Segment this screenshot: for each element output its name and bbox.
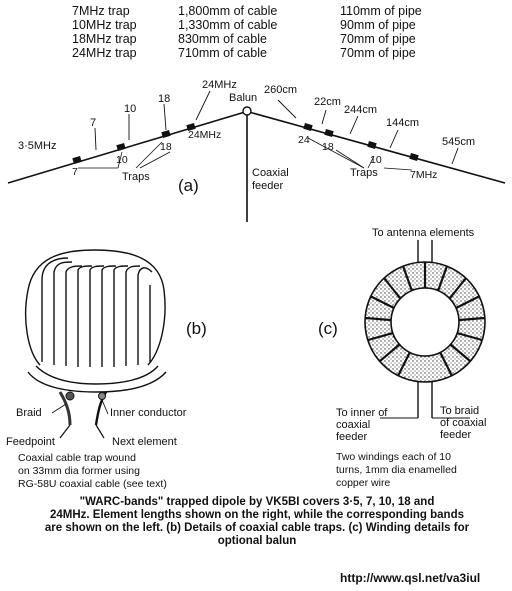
caption-line: are shown on the left. (b) Details of co… [44, 522, 470, 534]
winding-note-line2: turns, 1mm dia enamelled [336, 464, 457, 476]
trap-bottom-sweep [27, 371, 167, 393]
trap-label: 18 [322, 141, 334, 153]
pipe-length: 70mm of pipe [340, 46, 416, 60]
table-row: 10MHz trap 1,330mm of cable 90mm of pipe [60, 18, 500, 32]
trap-label: 18 [160, 141, 172, 153]
balun-diagram [364, 240, 486, 419]
trap-label: 7 [72, 166, 78, 178]
cable-length: 1,330mm of cable [178, 18, 278, 32]
length-label: 144cm [386, 117, 419, 129]
caption-line: "WARC-bands" trapped dipole by VK5BI cov… [79, 496, 435, 508]
trap-24-left [186, 123, 196, 131]
toroid-windings [364, 262, 486, 377]
length-label: 22cm [314, 96, 341, 108]
to-braid-label-1: To braid [440, 405, 479, 417]
inner-junction [98, 392, 106, 400]
diagram-canvas: 3·5MHz 7 10 18 24MHz 7 10 18 24MHz Traps… [6, 79, 506, 490]
caption-line: 24MHz. Element lengths shown on the righ… [49, 509, 465, 521]
balun-symbol [242, 106, 252, 116]
dipole-diagram: 3·5MHz 7 10 18 24MHz 7 10 18 24MHz Traps… [7, 79, 506, 222]
to-inner-label-1: To inner of [336, 407, 388, 419]
winding-note-line3: copper wire [336, 477, 390, 489]
table-row: 18MHz trap 830mm of cable 70mm of pipe [60, 32, 500, 46]
trap-name: 7MHz trap [72, 4, 130, 18]
trap-name: 24MHz trap [72, 46, 137, 60]
figure-label-c: (c) [318, 319, 338, 338]
trap-10-left [116, 143, 126, 151]
cable-length: 830mm of cable [178, 32, 267, 46]
braid-junction [65, 391, 75, 401]
band-label: 24MHz [202, 79, 237, 91]
pipe-length: 110mm of pipe [340, 4, 422, 18]
trap-10-right [367, 141, 377, 149]
source-url: http://www.qsl.net/va3iul [340, 571, 481, 585]
right-element-wire [248, 111, 506, 184]
coax-label-line1: Coaxial [252, 167, 289, 179]
figure-label-b: (b) [186, 319, 207, 338]
feedpoint-label: Feedpoint [6, 436, 55, 448]
pipe-length: 70mm of pipe [340, 32, 416, 46]
figure-label-a: (a) [178, 176, 199, 195]
to-antenna-label: To antenna elements [372, 227, 475, 239]
length-label: 260cm [264, 84, 297, 96]
coax-label-line2: feeder [252, 180, 284, 192]
caption-line: optional balun [217, 535, 297, 547]
braid-label: Braid [16, 407, 42, 419]
trap-note-line2: on 33mm dia former using [18, 465, 140, 477]
next-element-label: Next element [112, 436, 177, 448]
left-element-wire [7, 111, 246, 184]
coax-trap-diagram [25, 249, 167, 439]
inner-conductor-label: Inner conductor [110, 407, 187, 419]
trap-7-right [409, 153, 419, 161]
band-label: 3·5MHz [18, 140, 57, 152]
trap-label: 10 [370, 154, 382, 166]
to-inner-label-3: feeder [336, 431, 368, 443]
trap-name: 18MHz trap [72, 32, 137, 46]
figure-caption: "WARC-bands" trapped dipole by VK5BI cov… [14, 496, 500, 548]
trap-note-line1: Coaxial cable trap wound [18, 452, 136, 464]
traps-label-right: Traps [350, 167, 378, 179]
trap-name: 10MHz trap [72, 18, 137, 32]
balun-label: Balun [229, 92, 257, 104]
traps-label-left: Traps [122, 171, 150, 183]
trap-18-left [161, 130, 171, 138]
band-label: 7 [90, 117, 96, 129]
trap-label: 24MHz [188, 129, 221, 141]
table-row: 7MHz trap 1,800mm of cable 110mm of pipe [60, 4, 500, 18]
winding-note-line1: Two windings each of 10 [336, 451, 451, 463]
trap-18-right [324, 129, 334, 137]
length-label: 244cm [344, 104, 377, 116]
trap-coil-outline [25, 249, 166, 366]
to-braid-label-2: of coaxial [440, 417, 486, 429]
band-label: 10 [124, 103, 136, 115]
trap-table: 7MHz trap 1,800mm of cable 110mm of pipe… [60, 4, 500, 60]
trap-24-right [303, 123, 313, 131]
to-inner-label-2: coaxial [336, 419, 370, 431]
to-braid-label-3: feeder [440, 429, 472, 441]
band-label: 18 [158, 93, 170, 105]
trap-note-line3: RG-58U coaxial cable (see text) [18, 478, 167, 490]
toroid-inner [390, 287, 460, 357]
length-label: 545cm [442, 136, 475, 148]
table-row: 24MHz trap 710mm of cable 70mm of pipe [60, 46, 500, 60]
trap-label: 24 [298, 134, 310, 146]
pipe-length: 90mm of pipe [340, 18, 416, 32]
trap-label: 7MHz [410, 169, 437, 181]
cable-length: 1,800mm of cable [178, 4, 278, 18]
cable-length: 710mm of cable [178, 46, 267, 60]
trap-7-left [72, 156, 82, 164]
trap-label: 10 [116, 154, 128, 166]
